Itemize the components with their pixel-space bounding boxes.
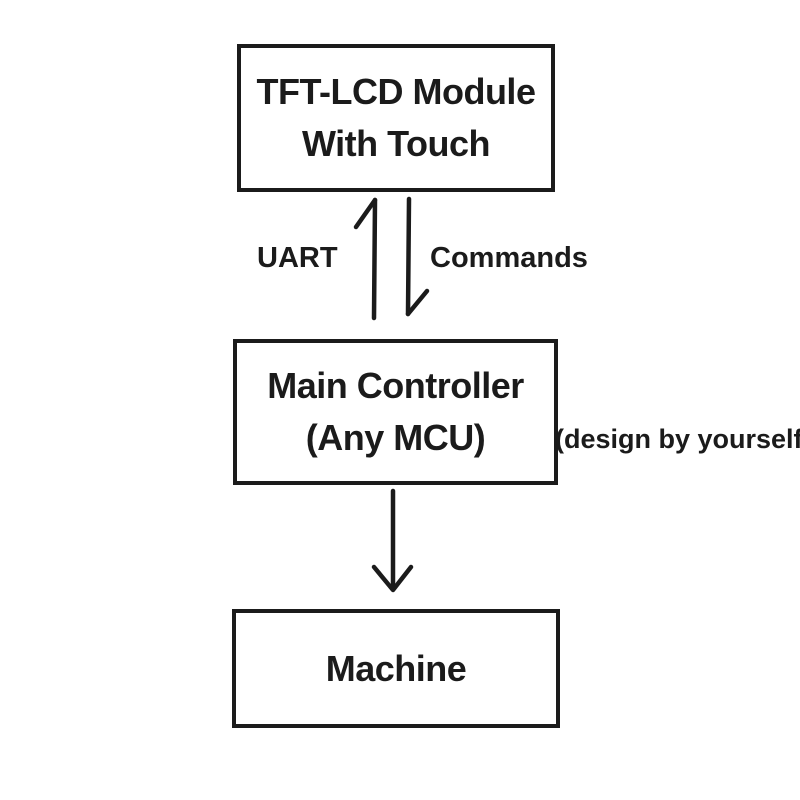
commands-down-arrow-icon: [405, 196, 430, 317]
main-controller-box: Main Controller (Any MCU): [233, 339, 558, 485]
tft-lcd-module-box: TFT-LCD Module With Touch: [237, 44, 555, 192]
mcu-to-machine-arrow-icon: [371, 488, 414, 593]
machine-box: Machine: [232, 609, 560, 728]
design-by-yourself-note: (design by yourself): [555, 424, 800, 454]
tft-lcd-box-line1: TFT-LCD Module: [256, 71, 536, 112]
tft-lcd-box-line2: With Touch: [302, 123, 490, 164]
uart-up-arrow-icon: [353, 197, 378, 321]
commands-label: Commands: [430, 242, 588, 274]
main-controller-box-line1: Main Controller: [267, 365, 524, 406]
machine-box-line1: Machine: [325, 647, 467, 689]
uart-label: UART: [257, 242, 338, 274]
main-controller-box-line2: (Any MCU): [305, 417, 486, 458]
